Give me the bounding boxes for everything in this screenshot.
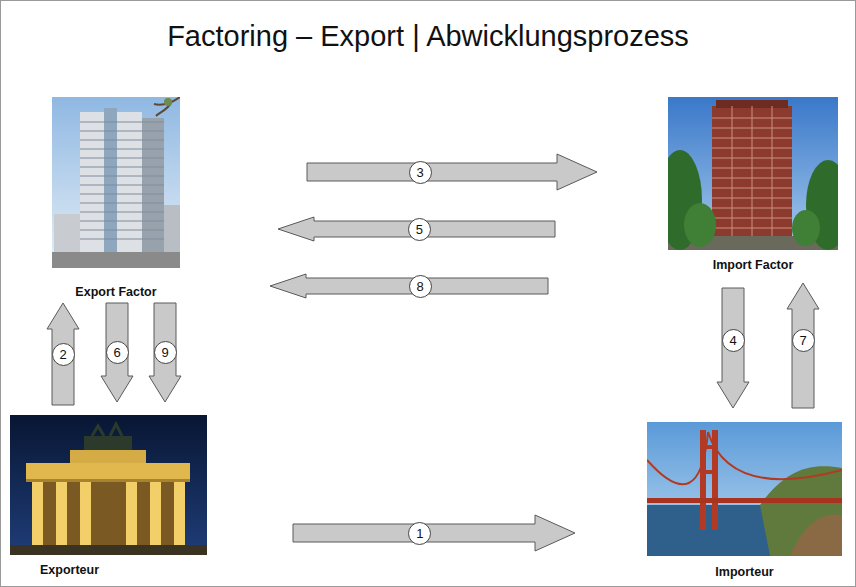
block-arrow: [787, 283, 819, 408]
block-arrow: [717, 288, 749, 408]
node-label: Importeur: [647, 565, 842, 580]
gate-photo: [10, 415, 207, 555]
block-arrow: [47, 303, 79, 405]
bridge-photo: [647, 422, 842, 556]
node-label: Import Factor: [668, 258, 838, 273]
photo-node: Export Factor: [52, 97, 180, 300]
step-number: 7: [792, 329, 815, 352]
step-number: 2: [52, 343, 75, 366]
node-label: Exporteur: [40, 563, 207, 578]
node-label: Export Factor: [52, 285, 180, 300]
photo-node: Exporteur: [10, 415, 207, 578]
block-arrow: [293, 515, 575, 551]
block-arrow: [307, 154, 597, 190]
photo-node: Importeur: [647, 422, 842, 580]
block-arrow: [270, 274, 548, 298]
step-number: 3: [409, 161, 432, 184]
block-arrow: [278, 217, 555, 241]
office-tower-photo: [52, 97, 180, 268]
step-number: 9: [154, 341, 177, 364]
photo-node: Import Factor: [668, 97, 838, 273]
block-arrow: [149, 303, 181, 402]
step-number: 5: [408, 218, 431, 241]
diagram-title: Factoring – Export | Abwicklungsprozess: [0, 20, 856, 53]
step-number: 6: [106, 341, 129, 364]
step-number: 8: [409, 275, 432, 298]
step-number: 4: [722, 329, 745, 352]
block-arrow: [101, 303, 133, 402]
red-tower-photo: [668, 97, 838, 250]
step-number: 1: [408, 522, 431, 545]
